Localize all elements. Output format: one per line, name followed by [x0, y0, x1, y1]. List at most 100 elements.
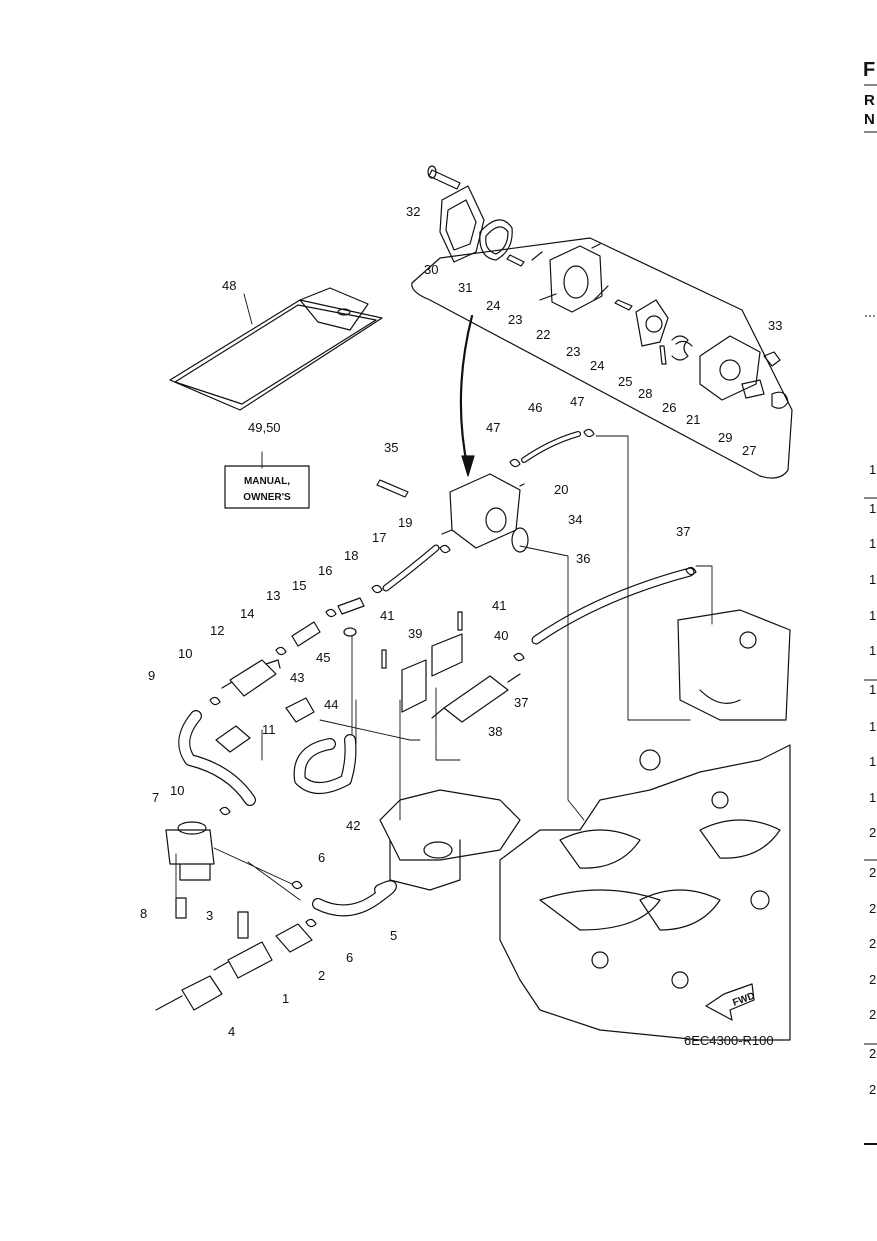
callout-15: 15: [292, 578, 306, 593]
clamp-11: [215, 725, 251, 753]
side-mark: 1: [869, 719, 876, 734]
callout-33: 33: [768, 318, 782, 333]
side-mark: 2: [869, 1007, 876, 1022]
callout-9: 9: [148, 668, 155, 683]
callout-11: 11: [262, 722, 276, 737]
side-mark: 2: [869, 901, 876, 916]
clip-10b: [219, 806, 231, 816]
side-mark: 2: [869, 972, 876, 987]
manual-label-line2: OWNER'S: [243, 492, 291, 503]
callout-47a: 47: [486, 420, 500, 435]
callout-46: 46: [528, 400, 542, 415]
side-mark: 1: [869, 536, 876, 551]
clip-47a: [509, 458, 521, 468]
bolt-41b: [457, 611, 463, 631]
clamp-40: [431, 633, 463, 677]
callout-30: 30: [424, 262, 438, 277]
diaphragm-31: [479, 219, 513, 261]
callout-18: 18: [344, 548, 358, 563]
callout-49-50: 49,50: [248, 420, 281, 435]
screw-24b: [614, 299, 633, 311]
callout-31: 31: [458, 280, 472, 295]
screw-32: [427, 165, 461, 190]
callout-41a: 41: [380, 608, 394, 623]
fwd-arrow: [705, 983, 755, 1021]
callout-17: 17: [372, 530, 386, 545]
plate-30: [439, 185, 485, 263]
joint-16: [337, 597, 365, 615]
clip-47b: [583, 428, 595, 438]
connector-1: [213, 941, 273, 979]
tool-bag-48: [169, 287, 383, 411]
callout-23a: 23: [508, 312, 522, 327]
callout-42: 42: [346, 818, 360, 833]
clamp-43: [285, 697, 315, 723]
fwd-label: FWD: [731, 991, 756, 1009]
callout-24b: 24: [590, 358, 604, 373]
exploded-arrow: [459, 314, 474, 472]
screw-29: [741, 379, 765, 399]
joint-7: [165, 821, 215, 881]
cap-27: [771, 391, 789, 409]
bolt-35: [376, 479, 409, 498]
clip-10a: [209, 696, 221, 706]
connector-38: [431, 673, 521, 723]
clip-6b: [305, 918, 317, 928]
callout-21: 21: [686, 412, 700, 427]
side-mark: 2: [869, 865, 876, 880]
callout-19: 19: [398, 515, 412, 530]
carburetor: [677, 609, 791, 721]
side-mark: 2: [869, 825, 876, 840]
figure-code: 6EC4300-R100: [684, 1033, 774, 1048]
callout-32: 32: [406, 204, 420, 219]
pump-body-22: [539, 243, 603, 313]
owners-manual-box: [224, 465, 310, 509]
engine-head: [379, 789, 521, 861]
clamp-39: [401, 659, 427, 713]
clip-15: [325, 608, 337, 618]
callout-5: 5: [390, 928, 397, 943]
bolt-41a: [381, 649, 387, 669]
callout-3: 3: [206, 908, 213, 923]
callout-47b: 47: [570, 394, 584, 409]
callout-13: 13: [266, 588, 280, 603]
o-ring-34: [511, 527, 529, 553]
clip-6a: [291, 880, 303, 890]
hose-13: [291, 621, 321, 647]
callout-7: 7: [152, 790, 159, 805]
side-mark: 2: [869, 1046, 876, 1061]
callout-10a: 10: [178, 646, 192, 661]
clip-45: [343, 627, 357, 637]
callout-43: 43: [290, 670, 304, 685]
gasket-2: [275, 923, 313, 953]
side-mark: 1: [869, 462, 876, 477]
callout-29: 29: [718, 430, 732, 445]
side-mark: 2: [869, 936, 876, 951]
callout-36: 36: [576, 551, 590, 566]
callout-2: 2: [318, 968, 325, 983]
callout-48: 48: [222, 278, 236, 293]
exploded-panel-outline: [411, 237, 793, 479]
callout-6a: 6: [318, 850, 325, 865]
callout-45: 45: [316, 650, 330, 665]
callout-24a: 24: [486, 298, 500, 313]
callout-22: 22: [536, 327, 550, 342]
side-mark: 1: [869, 643, 876, 658]
side-mark: 1: [869, 754, 876, 769]
nut-33: [763, 351, 781, 367]
side-mark: 1: [869, 572, 876, 587]
callout-25: 25: [618, 374, 632, 389]
callout-34: 34: [568, 512, 582, 527]
pin-23b: [593, 285, 609, 301]
side-mark: 2: [869, 1082, 876, 1097]
side-mark: 1: [869, 501, 876, 516]
callout-6b: 6: [346, 950, 353, 965]
callout-4: 4: [228, 1024, 235, 1039]
manual-label-line1: MANUAL,: [244, 476, 290, 487]
callout-28: 28: [638, 386, 652, 401]
callout-14: 14: [240, 606, 254, 621]
callout-20: 20: [554, 482, 568, 497]
callout-38: 38: [488, 724, 502, 739]
callout-37a: 37: [676, 524, 690, 539]
clip-19: [439, 544, 451, 554]
